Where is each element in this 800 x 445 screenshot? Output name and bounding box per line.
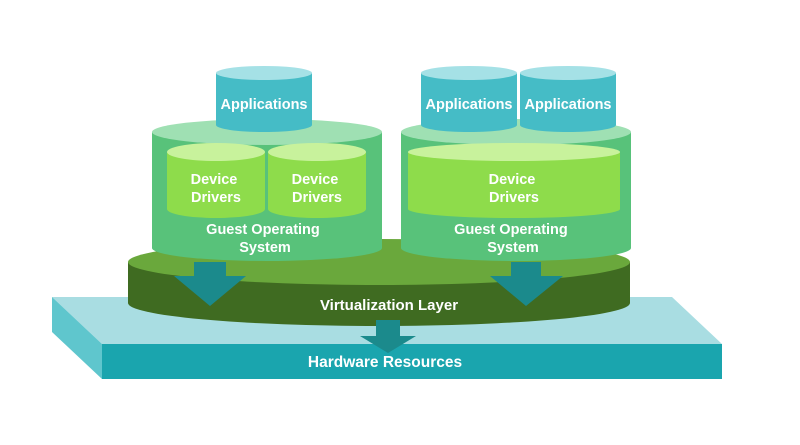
vm-left-app-label: Applications [220, 97, 307, 113]
vm-right-app-2-top [520, 66, 616, 80]
arrow-vm-right-to-virtualization [490, 262, 563, 306]
vm-right-app-1-top [421, 66, 517, 80]
vm-right-driver-body [408, 152, 620, 218]
vm-left-guest-os-label: Guest Operating System [206, 222, 324, 256]
vm-left-app-body [216, 73, 312, 132]
vm-right-app-2-body [520, 73, 616, 132]
hardware-front-face [102, 344, 722, 379]
vm-left-guest-os-top [152, 119, 382, 145]
vm-left-driver-2-label: Device Drivers [292, 172, 343, 206]
arrow-virtualization-to-hardware [360, 320, 416, 353]
vm-left-driver-1-label: Device Drivers [191, 172, 242, 206]
vm-left-driver-1-body [167, 152, 265, 218]
vm-right-driver-label: Device Drivers [489, 172, 540, 206]
vm-left-driver-2-body [268, 152, 366, 218]
arrow-vm-left-to-virtualization [174, 262, 246, 306]
vm-left-app-top [216, 66, 312, 80]
vm-right-guest-os-label: Guest Operating System [454, 222, 572, 256]
virtualization-layer-label: Virtualization Layer [320, 297, 458, 314]
vm-right-driver-top [408, 143, 620, 161]
vm-right-app-2-label: Applications [524, 97, 611, 113]
hardware-side-face [52, 297, 102, 379]
vm-right-app-1-body [421, 73, 517, 132]
vm-left-driver-1-top [167, 143, 265, 161]
vm-left-driver-2-top [268, 143, 366, 161]
vm-right: Applications Applications Device Drivers… [401, 66, 631, 261]
vm-left: Applications Device Drivers Device Drive… [152, 66, 382, 261]
vm-right-app-1-label: Applications [425, 97, 512, 113]
hardware-resources-label: Hardware Resources [308, 354, 462, 371]
